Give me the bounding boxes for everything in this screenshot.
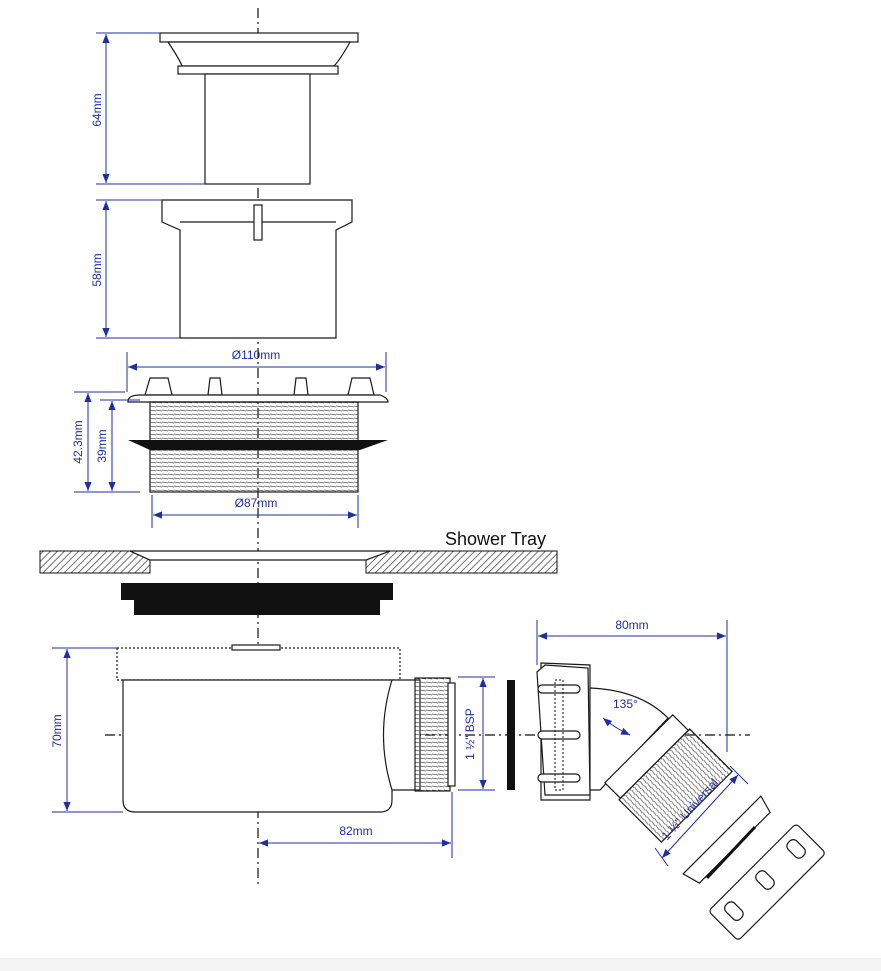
dim-bsp: 1 ½" BSP (458, 676, 495, 791)
dim-70mm: 70mm (50, 647, 123, 813)
dim-58mm: 58mm (90, 199, 180, 339)
dim-135-angle: 135° (602, 697, 638, 736)
dim-label-110mm: Ø110mm (232, 348, 280, 362)
dim-82mm: 82mm (259, 792, 453, 858)
dim-80mm: 80mm (536, 618, 728, 752)
dim-label-80mm: 80mm (615, 618, 648, 632)
shower-tray-label: Shower Tray (445, 529, 546, 549)
grate-part (159, 32, 359, 185)
dim-label-39mm: 39mm (95, 429, 109, 462)
dim-label-64mm: 64mm (90, 93, 104, 126)
washer (507, 680, 515, 790)
footer-strip (0, 958, 881, 971)
dim-label-70mm: 70mm (50, 714, 64, 747)
dim-label-58mm: 58mm (90, 253, 104, 286)
dim-label-bsp: 1 ½" BSP (463, 708, 477, 760)
body-part (161, 199, 353, 339)
dim-42-3mm: 42.3mm 39mm (71, 391, 140, 493)
shower-tray: Shower Tray (39, 529, 558, 574)
dim-label-135-degrees: 135° (613, 697, 638, 711)
dim-87mm: Ø87mm (151, 495, 359, 528)
elbow-part (536, 662, 825, 940)
dim-label-87mm: Ø87mm (235, 496, 278, 510)
dim-110mm: Ø110mm (126, 348, 387, 392)
threaded-flange-part (127, 377, 389, 493)
gasket (121, 583, 393, 615)
dim-label-42-3mm: 42.3mm (71, 420, 85, 463)
dim-label-82mm: 82mm (339, 824, 372, 838)
dim-64mm: 64mm (90, 32, 205, 185)
trap-body (116, 644, 456, 813)
